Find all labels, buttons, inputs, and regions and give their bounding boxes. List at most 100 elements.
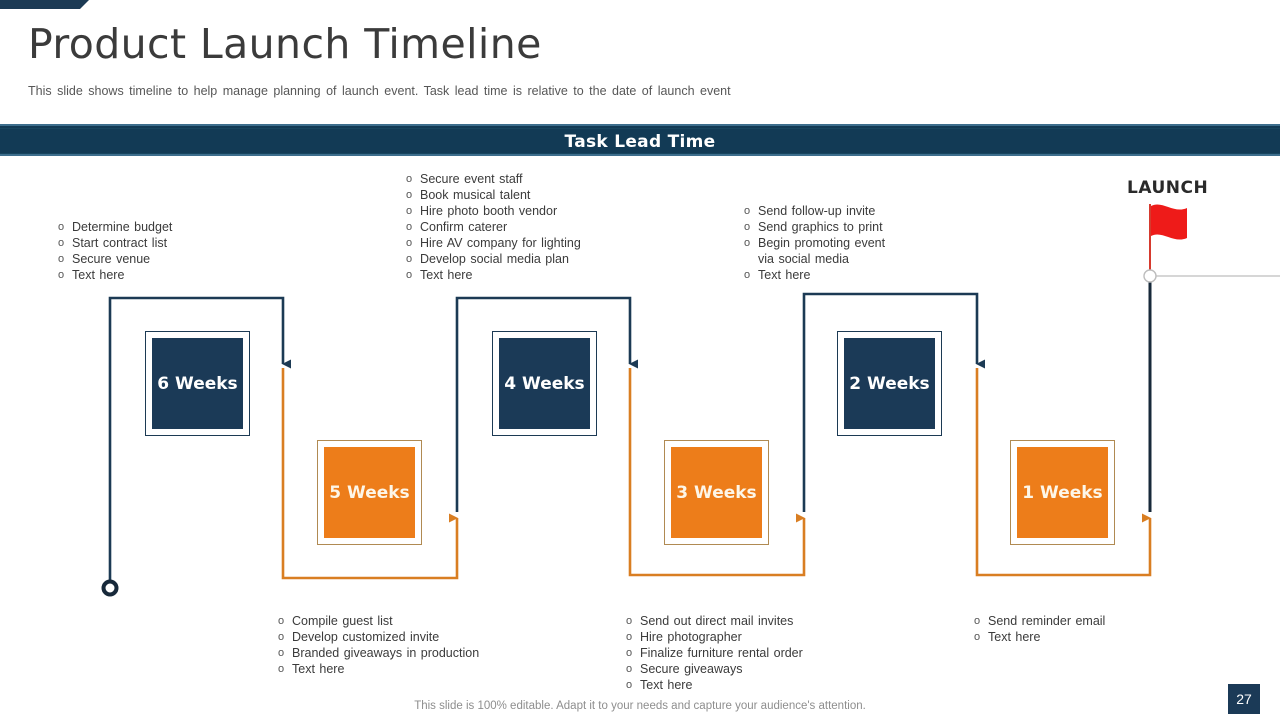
bullet-circle-icon: o [974, 631, 981, 643]
milestone-box-1-weeks[interactable]: 1 Weeks [1010, 440, 1115, 545]
task-item-label: Send follow-up invite [758, 204, 876, 218]
task-item: o Text here [278, 661, 479, 677]
bullet-circle-icon: o [278, 663, 285, 675]
corner-accent-bar [0, 0, 89, 9]
task-item-label: Compile guest list [292, 614, 393, 628]
bullet-circle-icon: o [626, 615, 633, 627]
task-item: o Send reminder email [974, 613, 1105, 629]
task-item-label: Confirm caterer [420, 220, 508, 234]
task-item-label: Secure venue [72, 252, 151, 266]
bullet-circle-icon: o [58, 253, 65, 265]
task-item: o Develop customized invite [278, 629, 479, 645]
task-item-label: Hire photographer [640, 630, 742, 644]
task-item-label: Develop social media plan [420, 252, 569, 266]
milestone-box-3-weeks[interactable]: 3 Weeks [664, 440, 769, 545]
task-item-label: Start contract list [72, 236, 168, 250]
bullet-circle-icon: o [406, 205, 413, 217]
milestone-label: 2 Weeks [844, 338, 935, 429]
task-item-label: Secure giveaways [640, 662, 743, 676]
task-item-label: Text here [640, 678, 693, 692]
task-item: o Finalize furniture rental order [626, 645, 803, 661]
bullet-circle-icon: o [744, 269, 751, 281]
task-item: o Begin promoting event via social media [744, 235, 885, 267]
bullet-circle-icon: o [406, 173, 413, 185]
task-item-label: Begin promoting event via social media [758, 236, 886, 266]
task-item: o Hire photo booth vendor [406, 203, 581, 219]
task-item-label: Book musical talent [420, 188, 531, 202]
bullet-circle-icon: o [626, 631, 633, 643]
page-number: 27 [1228, 684, 1260, 714]
task-item: o Book musical talent [406, 187, 581, 203]
bullet-circle-icon: o [278, 647, 285, 659]
bullet-circle-icon: o [278, 631, 285, 643]
launch-label: LAUNCH [1127, 178, 1209, 198]
bullet-circle-icon: o [58, 269, 65, 281]
milestone-label: 5 Weeks [324, 447, 415, 538]
bullet-circle-icon: o [626, 647, 633, 659]
task-item-label: Text here [72, 268, 125, 282]
task-item-label: Text here [988, 630, 1041, 644]
milestone-label: 4 Weeks [499, 338, 590, 429]
milestone-box-6-weeks[interactable]: 6 Weeks [145, 331, 250, 436]
milestone-box-4-weeks[interactable]: 4 Weeks [492, 331, 597, 436]
banner-title: Task Lead Time [564, 132, 716, 152]
task-item: o Secure giveaways [626, 661, 803, 677]
milestone-label: 1 Weeks [1017, 447, 1108, 538]
task-item: o Text here [626, 677, 803, 693]
page-title: Product Launch Timeline [28, 20, 542, 68]
task-item: o Text here [974, 629, 1105, 645]
bullet-circle-icon: o [278, 615, 285, 627]
task-item: o Secure venue [58, 251, 172, 267]
bullet-circle-icon: o [406, 221, 413, 233]
task-item-label: Hire photo booth vendor [420, 204, 558, 218]
task-item: o Text here [744, 267, 885, 283]
task-item: o Send out direct mail invites [626, 613, 803, 629]
task-item: o Develop social media plan [406, 251, 581, 267]
page-subtitle: This slide shows timeline to help manage… [28, 84, 731, 98]
task-item: o Start contract list [58, 235, 172, 251]
bullet-circle-icon: o [406, 253, 413, 265]
milestone-label: 6 Weeks [152, 338, 243, 429]
task-item-label: Text here [758, 268, 811, 282]
task-item-label: Develop customized invite [292, 630, 440, 644]
task-item: o Text here [58, 267, 172, 283]
bullet-circle-icon: o [58, 237, 65, 249]
task-item-label: Branded giveaways in production [292, 646, 480, 660]
task-item: o Hire photographer [626, 629, 803, 645]
task-item: o Send follow-up invite [744, 203, 885, 219]
task-item: o Secure event staff [406, 171, 581, 187]
task-item-label: Secure event staff [420, 172, 523, 186]
footer-note: This slide is 100% editable. Adapt it to… [414, 700, 866, 712]
bullet-circle-icon: o [406, 189, 413, 201]
section-banner: Task Lead Time [0, 124, 1280, 156]
task-item-label: Text here [292, 662, 345, 676]
task-item-label: Text here [420, 268, 473, 282]
bullet-circle-icon: o [744, 221, 751, 233]
bullet-circle-icon: o [626, 663, 633, 675]
bullet-circle-icon: o [626, 679, 633, 691]
task-item: o Confirm caterer [406, 219, 581, 235]
task-item-label: Finalize furniture rental order [640, 646, 803, 660]
milestone-label: 3 Weeks [671, 447, 762, 538]
bullet-circle-icon: o [974, 615, 981, 627]
banner-inner-rule [0, 128, 1280, 154]
bullet-circle-icon: o [744, 205, 751, 217]
bullet-circle-icon: o [58, 221, 65, 233]
task-item: o Branded giveaways in production [278, 645, 479, 661]
milestone-box-5-weeks[interactable]: 5 Weeks [317, 440, 422, 545]
task-item-label: Send reminder email [988, 614, 1106, 628]
bullet-circle-icon: o [744, 237, 751, 249]
task-item: o Compile guest list [278, 613, 479, 629]
milestone-box-2-weeks[interactable]: 2 Weeks [837, 331, 942, 436]
task-item-label: Send out direct mail invites [640, 614, 794, 628]
bullet-circle-icon: o [406, 237, 413, 249]
